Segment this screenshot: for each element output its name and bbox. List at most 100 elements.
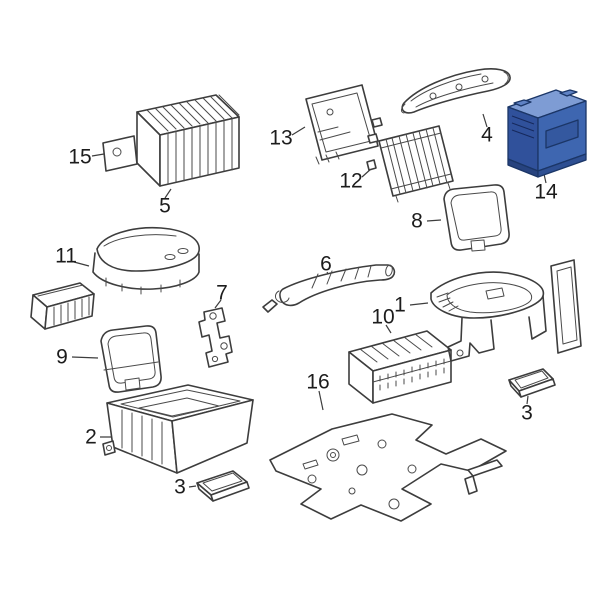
bin-right-wall bbox=[171, 399, 254, 474]
bracket-hole bbox=[112, 147, 122, 157]
part-4-cover[interactable] bbox=[401, 68, 511, 114]
duct-mouth bbox=[275, 290, 290, 303]
part-14-module-highlighted[interactable] bbox=[507, 89, 587, 178]
part-9-module[interactable] bbox=[100, 325, 162, 393]
tray-leg-hole bbox=[456, 349, 464, 357]
cushion-base bbox=[92, 252, 200, 290]
part-12-module[interactable] bbox=[366, 125, 454, 203]
module-fins bbox=[385, 127, 448, 195]
tray-leg bbox=[447, 317, 495, 362]
tray-bowl bbox=[446, 282, 533, 314]
callout-7[interactable]: 7 bbox=[216, 281, 228, 305]
callout-3-left[interactable]: 3 bbox=[174, 475, 186, 499]
callout-14[interactable]: 14 bbox=[534, 180, 558, 204]
tray-rim-hatch bbox=[436, 292, 459, 312]
part-16-baseplate[interactable] bbox=[269, 413, 507, 522]
callout-15[interactable]: 15 bbox=[68, 145, 92, 169]
cushion-detail bbox=[164, 254, 176, 260]
module-shell bbox=[443, 184, 510, 251]
pad-inner-line bbox=[514, 370, 549, 389]
pad-inner-line bbox=[202, 472, 243, 492]
cover-contour bbox=[410, 73, 494, 108]
part-8-module[interactable] bbox=[443, 184, 510, 252]
module-label-plate bbox=[545, 119, 579, 149]
module-pins bbox=[315, 151, 340, 165]
cover-body bbox=[401, 68, 511, 114]
callout-16[interactable]: 16 bbox=[306, 370, 330, 394]
callout-9[interactable]: 9 bbox=[56, 345, 68, 369]
callout-4[interactable]: 4 bbox=[481, 123, 493, 147]
part-10-module[interactable] bbox=[348, 330, 452, 404]
callout-10[interactable]: 10 bbox=[371, 305, 395, 329]
bracket-strap bbox=[198, 307, 233, 368]
part-5-control-module[interactable] bbox=[136, 94, 240, 187]
part-2-housing[interactable] bbox=[102, 384, 254, 474]
tray-right-edge bbox=[528, 295, 547, 340]
module-boss bbox=[326, 108, 334, 116]
module-latch bbox=[470, 239, 486, 252]
callout-5[interactable]: 5 bbox=[159, 194, 171, 218]
bracket-plate bbox=[102, 135, 138, 172]
callout-1[interactable]: 1 bbox=[394, 293, 406, 317]
duct-ribs bbox=[311, 265, 372, 289]
cushion-detail bbox=[177, 248, 189, 254]
module-shell bbox=[100, 325, 162, 393]
module-mount-tab bbox=[513, 99, 532, 107]
cover-boss bbox=[481, 75, 489, 83]
pad-hatch bbox=[53, 296, 90, 326]
bin-tab-hole bbox=[106, 445, 112, 451]
callout-2[interactable]: 2 bbox=[85, 425, 97, 449]
module-band-lines bbox=[380, 132, 452, 190]
connector-pins-row2 bbox=[379, 367, 445, 391]
pad-top-line bbox=[37, 284, 84, 297]
plate-hole bbox=[377, 439, 387, 449]
module-top-hatch bbox=[146, 94, 240, 132]
module-seam bbox=[103, 361, 159, 371]
module-base-front bbox=[537, 153, 587, 178]
module-rib-lines bbox=[167, 118, 233, 185]
plate-hole bbox=[330, 452, 336, 458]
cushion-base-ticks bbox=[105, 277, 181, 295]
part-11-cover[interactable] bbox=[30, 226, 200, 330]
bracket-hole bbox=[220, 342, 228, 350]
duct-foot-tab bbox=[262, 299, 278, 313]
plate-arm bbox=[464, 475, 478, 495]
callout-6[interactable]: 6 bbox=[320, 252, 332, 276]
part-3-pad-left[interactable] bbox=[196, 470, 250, 502]
module-feet bbox=[395, 182, 451, 203]
module-mount-tab bbox=[559, 89, 578, 97]
callout-12[interactable]: 12 bbox=[339, 169, 363, 193]
callout-13[interactable]: 13 bbox=[269, 126, 293, 150]
part-7-bracket[interactable] bbox=[198, 307, 233, 368]
cushion-seam bbox=[103, 234, 177, 247]
part-6-duct[interactable] bbox=[262, 264, 396, 313]
plate-hole bbox=[348, 487, 356, 495]
module-connector-tab bbox=[367, 117, 383, 144]
part-1-bracket-tray[interactable] bbox=[430, 259, 582, 362]
bracket-hole bbox=[209, 312, 217, 320]
tray-inner-slot bbox=[485, 287, 505, 300]
cover-boss bbox=[429, 92, 437, 100]
plate-hole bbox=[407, 464, 417, 474]
plate-arm bbox=[467, 459, 503, 477]
duct-body bbox=[279, 264, 396, 307]
module-lid bbox=[450, 191, 502, 241]
part-3-pad-right[interactable] bbox=[508, 368, 556, 398]
plate-outline bbox=[269, 413, 507, 522]
duct-outlet bbox=[385, 264, 393, 277]
plate-hole bbox=[388, 498, 400, 510]
callout-11[interactable]: 11 bbox=[55, 244, 77, 268]
callout-8[interactable]: 8 bbox=[411, 209, 423, 233]
cover-end-cap bbox=[401, 71, 509, 114]
plate-hole bbox=[356, 464, 368, 476]
module-detail-lines bbox=[317, 126, 351, 141]
part-15-bracket[interactable] bbox=[102, 135, 138, 172]
callout-3-right[interactable]: 3 bbox=[521, 401, 533, 425]
part-13-module[interactable] bbox=[305, 84, 383, 165]
module-top-hatch bbox=[359, 333, 433, 363]
module-connector-tab bbox=[366, 159, 377, 171]
connector-pins-row1 bbox=[379, 358, 445, 382]
bracket-hole bbox=[211, 355, 219, 363]
